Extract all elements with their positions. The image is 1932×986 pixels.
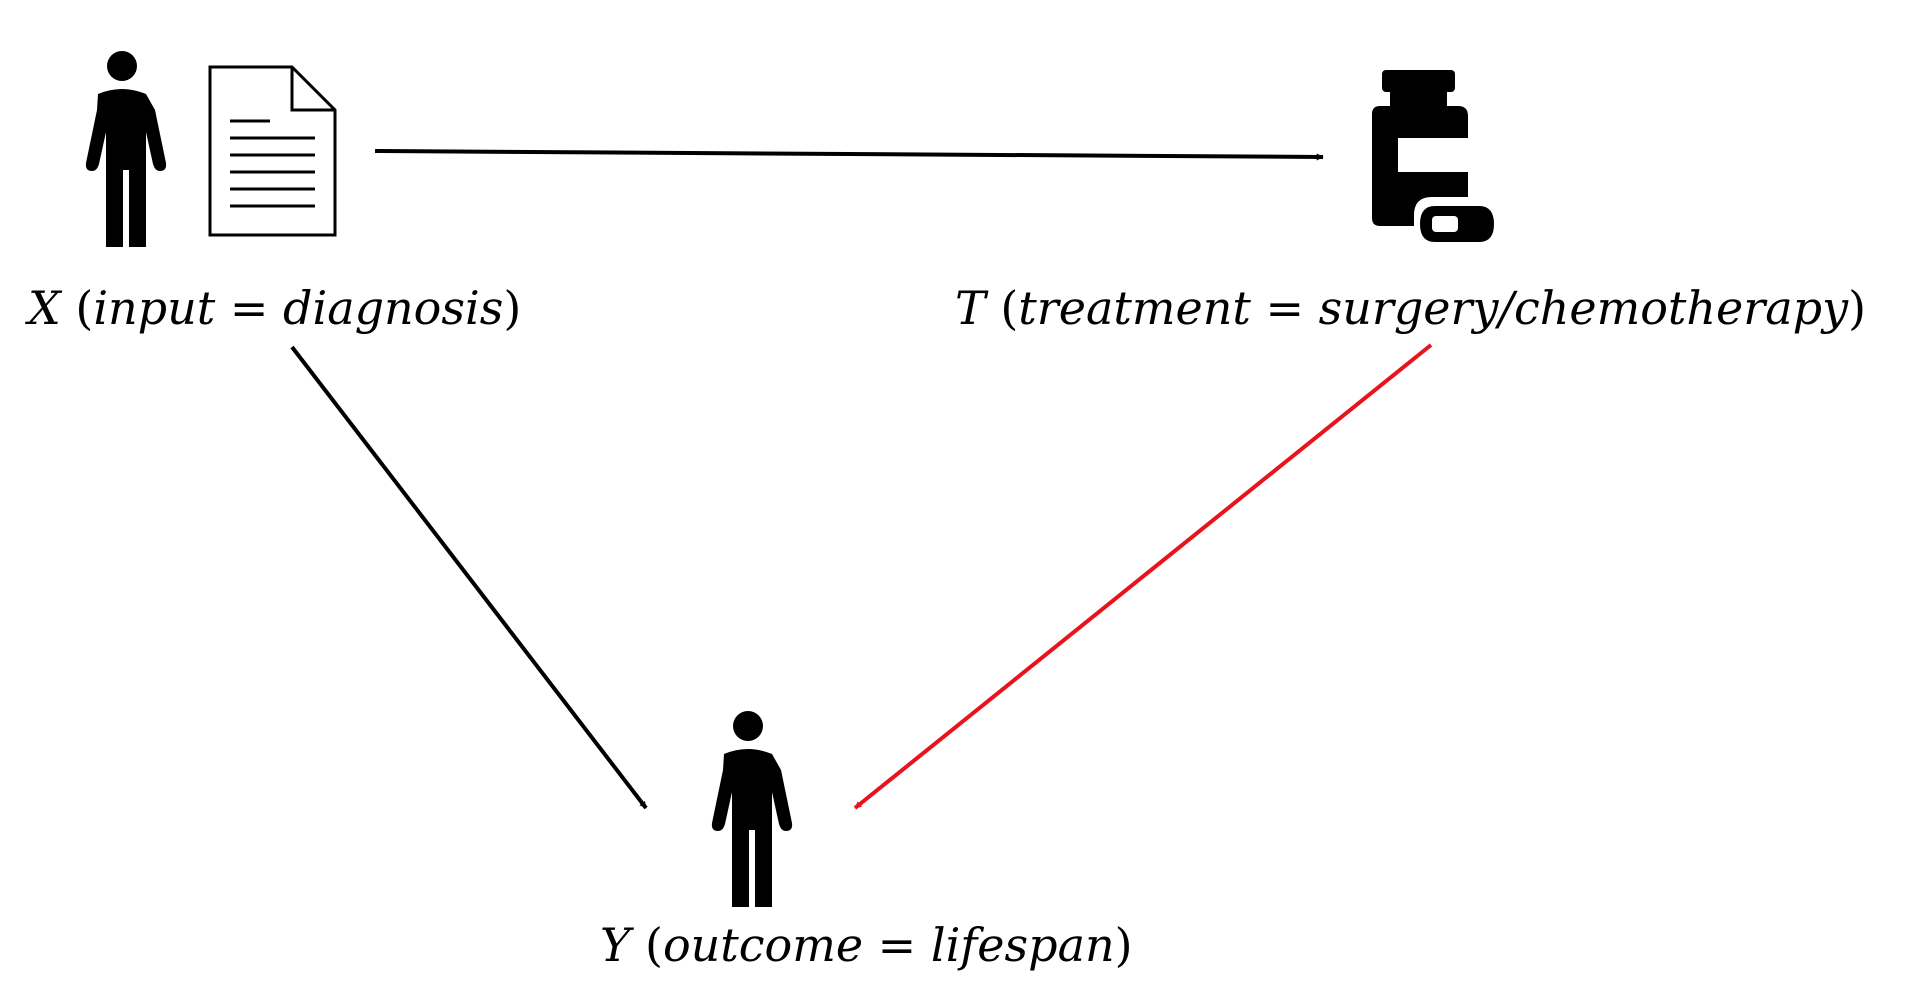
edge-x-to-y (290, 345, 648, 810)
person-icon (711, 711, 793, 907)
label-x-input-diagnosis: X (input = diagnosis) (28, 285, 521, 331)
label-y-outcome-lifespan: Y (outcome = lifespan) (600, 922, 1133, 968)
key-treatment: treatment (1018, 281, 1251, 335)
document-icon (208, 65, 337, 237)
key-input: input (93, 281, 216, 335)
equals-sign: = (863, 918, 931, 972)
person-icon (85, 51, 167, 247)
close-paren: ) (1848, 281, 1867, 335)
edge-t-to-y (853, 343, 1433, 810)
equals-sign: = (215, 281, 284, 335)
close-paren: ) (503, 281, 522, 335)
var-y: Y (600, 918, 631, 972)
equals-sign: = (1250, 281, 1319, 335)
medicine-bottle-icon (1372, 70, 1494, 242)
open-paren: ( (75, 281, 94, 335)
key-outcome: outcome (662, 918, 864, 972)
value-diagnosis: diagnosis (283, 281, 504, 335)
close-paren: ) (1114, 918, 1133, 972)
open-paren: ( (1000, 281, 1019, 335)
var-x: X (28, 281, 61, 335)
open-paren: ( (645, 918, 663, 972)
edge-x-to-t (374, 149, 1324, 161)
value-lifespan: lifespan (930, 918, 1115, 972)
label-t-treatment: T (treatment = surgery/chemotherapy) (955, 285, 1866, 331)
var-t: T (955, 281, 986, 335)
value-surgery-chemotherapy: surgery/chemotherapy (1318, 281, 1849, 335)
